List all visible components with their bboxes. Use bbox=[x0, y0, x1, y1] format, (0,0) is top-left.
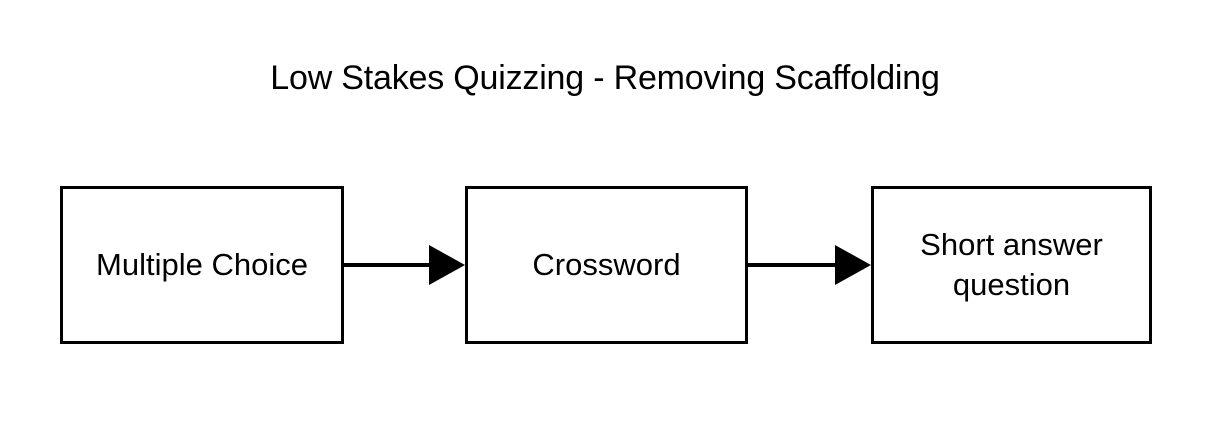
arrow-head-icon bbox=[835, 245, 871, 285]
flow-node-label: Short answer question bbox=[920, 227, 1103, 302]
flow-node-multiple-choice[interactable]: Multiple Choice bbox=[60, 186, 344, 344]
arrow-crossword-to-short-answer bbox=[748, 245, 871, 285]
arrow-shaft bbox=[748, 263, 840, 267]
flow-node-crossword[interactable]: Crossword bbox=[465, 186, 748, 344]
arrow-multiple-choice-to-crossword bbox=[344, 245, 465, 285]
flow-node-label: Crossword bbox=[532, 247, 681, 282]
flow-node-label: Multiple Choice bbox=[96, 247, 308, 282]
arrow-head-icon bbox=[429, 245, 465, 285]
arrow-shaft bbox=[344, 263, 434, 267]
page-title: Low Stakes Quizzing - Removing Scaffoldi… bbox=[270, 59, 940, 97]
flow-node-short-answer-question[interactable]: Short answer question bbox=[871, 186, 1152, 344]
